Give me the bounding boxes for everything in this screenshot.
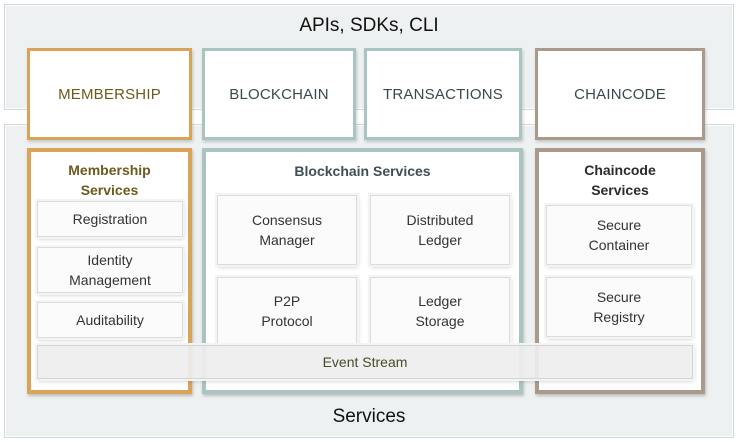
membership-services-title: Membership Services (68, 162, 151, 198)
api-band-title: APIs, SDKs, CLI (299, 15, 439, 36)
chaincode-api-box: CHAINCODE (535, 48, 705, 140)
secure-container-service: Secure Container (546, 205, 692, 265)
blockchain-services-title: Blockchain Services (294, 163, 431, 179)
blockchain-api-box: BLOCKCHAIN (202, 48, 356, 140)
chaincode-services-title: Chaincode Services (584, 162, 656, 198)
consensus-manager-service: Consensus Manager (217, 195, 357, 265)
auditability-service: Auditability (37, 302, 183, 338)
transactions-api-box: TRANSACTIONS (364, 48, 522, 140)
p2p-protocol-service: P2P Protocol (217, 277, 357, 345)
membership-api-box: MEMBERSHIP (27, 48, 192, 140)
secure-registry-service: Secure Registry (546, 277, 692, 337)
services-band-title: Services (332, 406, 406, 427)
registration-service: Registration (37, 201, 183, 237)
ledger-storage-service: Ledger Storage (370, 277, 510, 345)
event-stream-bar: Event Stream (37, 345, 693, 379)
identity-management-service: Identity Management (37, 247, 183, 293)
distributed-ledger-service: Distributed Ledger (370, 195, 510, 265)
